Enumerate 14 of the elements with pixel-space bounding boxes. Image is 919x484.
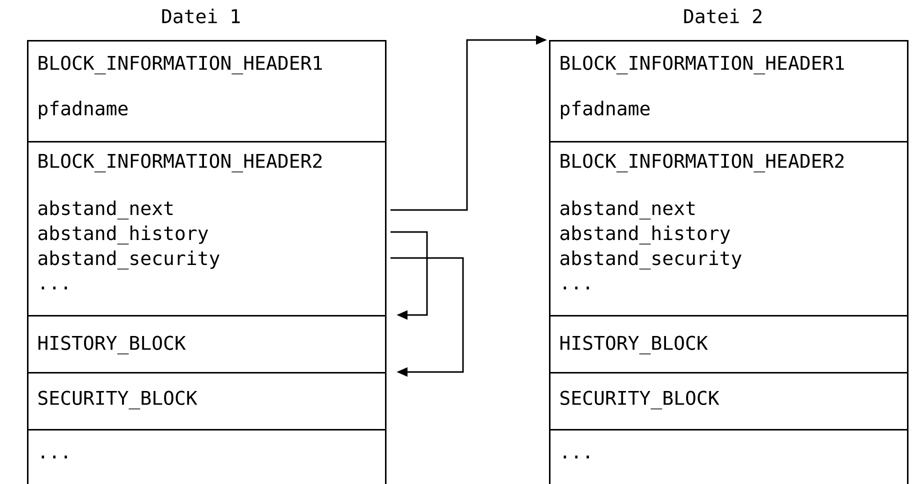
block-cell: BLOCK_INFORMATION_HEADER2 abstand_next abstand_history abstand_security ... [27,141,386,316]
block-cell: BLOCK_INFORMATION_HEADER1 pfadname [27,40,386,142]
block-cell: HISTORY_BLOCK [549,314,908,374]
block-cell: BLOCK_INFORMATION_HEADER2 abstand_next abstand_history abstand_security ... [549,141,908,316]
block-cell: SECURITY_BLOCK [549,372,908,430]
arrow [390,257,464,377]
block-cell: ... [27,428,386,484]
block-cell: BLOCK_INFORMATION_HEADER1 pfadname [549,40,908,142]
node-label: Datei 1 [162,8,240,24]
block-cell: SECURITY_BLOCK [27,372,386,430]
block-cell: ... [549,428,908,484]
block-cell: HISTORY_BLOCK [27,314,386,374]
node-label: Datei 2 [684,8,762,24]
arrow [390,231,428,320]
